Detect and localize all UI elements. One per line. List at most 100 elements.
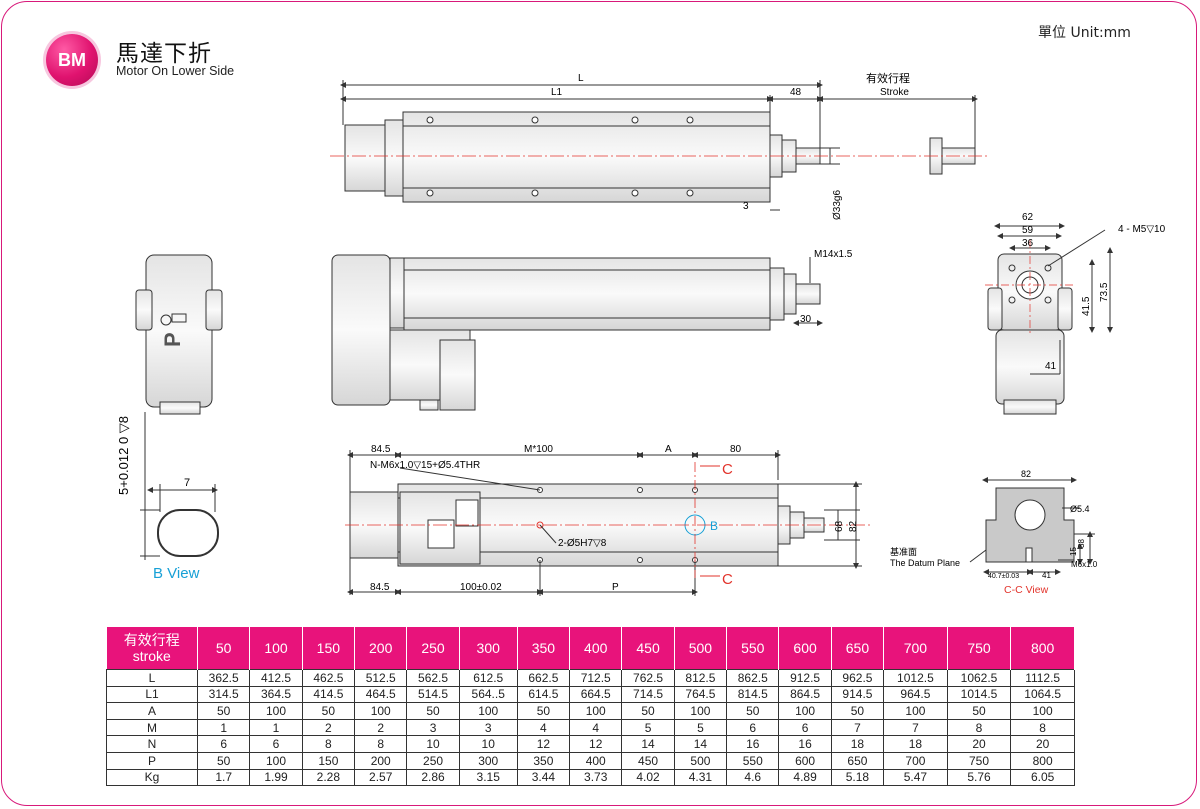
dim-59: 59 <box>1022 225 1034 236</box>
table-cell: 4.02 <box>621 768 675 787</box>
table-cell: 1014.5 <box>946 685 1012 704</box>
dim-30: 30 <box>800 314 812 325</box>
table-cell: 912.5 <box>778 669 832 687</box>
technical-drawing: L L1 48 有效行程 Stroke 3 Ø33g6 M14x1.5 30 P <box>116 71 1166 596</box>
dim-3: 3 <box>743 201 749 212</box>
table-cell: 50 <box>196 751 251 770</box>
table-cell: 3 <box>406 718 460 737</box>
pin-holes: 2-Ø5H7▽8 <box>558 538 607 549</box>
table-cell: 50 <box>946 702 1012 720</box>
table-cell: 10 <box>458 735 518 753</box>
table-cell: 562.5 <box>406 669 460 687</box>
bm-logo: BM <box>46 34 98 86</box>
dim-84-5-bottom: 84.5 <box>370 582 390 593</box>
stroke-col-header: 200 <box>354 627 408 670</box>
table-cell: 862.5 <box>726 669 780 687</box>
table-cell: 100 <box>249 751 303 770</box>
table-cell: 914.5 <box>830 685 885 704</box>
table-cell: 16 <box>726 735 780 753</box>
table-cell: 50 <box>726 702 780 720</box>
table-cell: 1064.5 <box>1010 685 1075 704</box>
cc-view-caption: C-C View <box>1004 584 1049 596</box>
holes-n: N-M6x1.0▽15+Ø5.4THR <box>370 460 480 471</box>
table-cell: 1.99 <box>249 768 303 787</box>
stroke-col-header: 100 <box>249 627 303 670</box>
table-cell: 3.44 <box>516 768 571 787</box>
table-cell: 100 <box>569 702 623 720</box>
stroke-col-header: 250 <box>406 627 460 670</box>
table-cell: 150 <box>301 751 356 770</box>
table-cell: 962.5 <box>830 669 885 687</box>
motor-rear-view <box>135 254 223 415</box>
table-cell: 2.28 <box>301 768 356 787</box>
stroke-col-header: 750 <box>947 627 1012 670</box>
table-cell: 100 <box>778 702 832 720</box>
table-cell: 550 <box>726 751 780 770</box>
dim-41: 41 <box>1045 361 1057 372</box>
table-cell: 8 <box>1010 718 1075 737</box>
table-cell: 364.5 <box>249 685 303 704</box>
mark-c-top: C <box>722 461 733 478</box>
table-cell: 462.5 <box>301 669 356 687</box>
table-cell: 2 <box>354 718 408 737</box>
unit-label: 單位 Unit:mm <box>1038 25 1131 41</box>
table-cell: 412.5 <box>249 669 303 687</box>
dim-48: 48 <box>790 87 802 98</box>
dim-36: 36 <box>1022 238 1034 249</box>
table-cell: 200 <box>354 751 408 770</box>
table-cell: 100 <box>673 702 728 720</box>
stroke-col-header: 350 <box>517 627 571 670</box>
stroke-col-header: 550 <box>726 627 780 670</box>
cc-dim-41: 41 <box>1042 571 1051 580</box>
table-cell: 662.5 <box>516 669 571 687</box>
stroke-header-en: stroke <box>132 648 171 664</box>
table-cell: 18 <box>883 735 948 753</box>
table-cell: 1 <box>196 718 251 737</box>
b-view-caption: B View <box>153 565 200 582</box>
end-view <box>987 223 1113 415</box>
cc-thread: M6x1.0 <box>1071 560 1098 569</box>
table-cell: 4 <box>516 718 571 737</box>
row-label: L1 <box>106 685 198 704</box>
table-cell: 1112.5 <box>1010 669 1075 687</box>
table-cell: 4.89 <box>778 768 832 787</box>
datum-zh: 基准面 <box>890 546 917 557</box>
row-label: A <box>106 702 198 720</box>
dim-41-5: 41.5 <box>1081 296 1092 316</box>
cc-view <box>969 477 1095 575</box>
table-cell: 50 <box>301 702 356 720</box>
table-cell: 16 <box>778 735 832 753</box>
dim-phi33: Ø33g6 <box>832 190 843 220</box>
table-cell: 12 <box>569 735 623 753</box>
table-cell: 50 <box>516 702 571 720</box>
dim-84-5-top: 84.5 <box>371 444 391 455</box>
table-cell: 3.15 <box>458 768 518 787</box>
table-cell: 12 <box>516 735 571 753</box>
table-cell: 250 <box>406 751 460 770</box>
table-cell: 5.18 <box>830 768 885 787</box>
table-cell: 512.5 <box>354 669 408 687</box>
table-cell: 8 <box>946 718 1012 737</box>
mark-c-bottom: C <box>722 571 733 588</box>
table-cell: 50 <box>196 702 251 720</box>
table-cell: 6 <box>778 718 832 737</box>
stroke-en: Stroke <box>880 87 909 98</box>
table-cell: 6 <box>249 735 303 753</box>
table-cell: 8 <box>301 735 356 753</box>
table-cell: 2.57 <box>354 768 408 787</box>
table-cell: 100 <box>458 702 518 720</box>
table-cell: 664.5 <box>569 685 623 704</box>
b-view-tolerance: 5+0.012 0 ▽8 <box>116 416 131 495</box>
table-cell: 7 <box>830 718 885 737</box>
dim-a: A <box>665 444 672 455</box>
table-cell: 350 <box>516 751 571 770</box>
stroke-col-header: 150 <box>302 627 356 670</box>
cc-dim-phi: Ø5.4 <box>1070 504 1090 514</box>
table-cell: 714.5 <box>621 685 675 704</box>
